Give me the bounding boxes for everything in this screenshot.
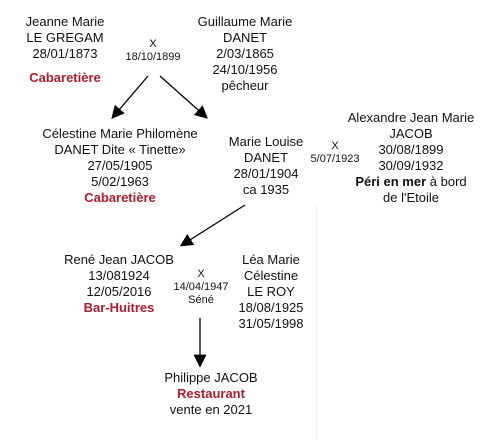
person-philippe: Philippe JACOB Restaurant vente en 2021 — [146, 370, 276, 418]
person-lea: Léa Marie Célestine LE ROY 18/08/1925 31… — [226, 252, 316, 332]
occupation: Cabaretière — [29, 70, 101, 85]
birth-date: 13/081924 — [88, 268, 150, 283]
name-line: Jeanne Marie — [25, 14, 105, 29]
name-line: René Jean JACOB — [64, 252, 174, 267]
death-date: 31/05/1998 — [238, 316, 304, 331]
marriage-x: X — [149, 38, 157, 50]
marriage-date: 5/07/1923 — [310, 153, 360, 165]
person-celestine: Célestine Marie Philomène DANET Dite « T… — [30, 126, 210, 206]
marriage-place: Séné — [188, 294, 214, 306]
surname-line: LE GREGAM — [26, 30, 104, 45]
occupation: Bar-Huitres — [83, 300, 155, 315]
arrow-to-celestine — [111, 75, 149, 119]
name-line: Alexandre Jean Marie — [347, 110, 475, 125]
arrow-to-marie — [159, 75, 208, 119]
name-line: Célestine Marie Philomène — [42, 126, 198, 141]
death-note: Péri en mer à bord — [336, 174, 486, 190]
marriage-1: X 18/10/1899 — [118, 38, 188, 64]
name-line: Guillaume Marie — [197, 14, 293, 29]
person-rene: René Jean JACOB 13/081924 12/05/2016 Bar… — [54, 252, 184, 316]
birth-date: 28/01/1904 — [233, 166, 299, 181]
person-guillaume: Guillaume Marie DANET 2/03/1865 24/10/19… — [190, 14, 300, 94]
birth-date: 2/03/1865 — [216, 46, 274, 61]
occupation: Restaurant — [177, 386, 245, 401]
surname-line: DANET — [222, 30, 268, 45]
name-line: Marie Louise — [228, 134, 304, 149]
occupation: pêcheur — [221, 78, 269, 93]
note-line: vente en 2021 — [169, 402, 253, 417]
person-marie: Marie Louise DANET 28/01/1904 ca 1935 — [216, 134, 316, 198]
middle-name-line: Célestine — [243, 268, 299, 283]
name-line: Léa Marie — [242, 252, 300, 267]
surname-line: JACOB — [389, 126, 433, 141]
divider-line — [316, 205, 317, 440]
marriage-date: 14/04/1947 — [173, 281, 229, 293]
occupation: Cabaretière — [84, 190, 156, 205]
marriage-x: X — [197, 268, 205, 280]
marriage-2: X 5/07/1923 — [302, 140, 368, 166]
arrow-to-rene — [179, 204, 246, 247]
name-line: Philippe JACOB — [164, 370, 258, 385]
birth-date: 30/08/1899 — [378, 142, 444, 157]
death-date: ca 1935 — [242, 182, 290, 197]
marriage-x: X — [331, 140, 339, 152]
death-note-rest: à bord — [426, 174, 467, 189]
surname-line: DANET — [243, 150, 289, 165]
person-alexandre: Alexandre Jean Marie JACOB 30/08/1899 30… — [336, 110, 486, 206]
death-date: 12/05/2016 — [86, 284, 152, 299]
ship-line: de l'Etoile — [383, 190, 439, 205]
death-date: 24/10/1956 — [212, 62, 278, 77]
marriage-date: 18/10/1899 — [125, 51, 181, 63]
birth-date: 28/01/1873 — [32, 46, 98, 61]
person-jeanne: Jeanne Marie LE GREGAM 28/01/1873 Cabare… — [10, 14, 120, 86]
surname-line: DANET Dite « Tinette» — [54, 142, 186, 157]
birth-date: 27/05/1905 — [87, 158, 153, 173]
birth-date: 18/08/1925 — [238, 300, 304, 315]
death-note-bold: Péri en mer — [355, 174, 427, 189]
marriage-3: X 14/04/1947 Séné — [166, 268, 236, 307]
surname-line: LE ROY — [247, 284, 295, 299]
death-date: 5/02/1963 — [91, 174, 149, 189]
death-date: 30/09/1932 — [378, 158, 444, 173]
